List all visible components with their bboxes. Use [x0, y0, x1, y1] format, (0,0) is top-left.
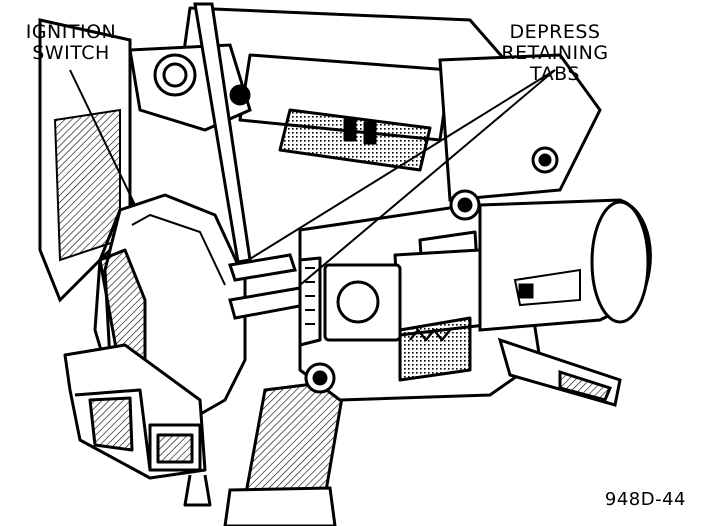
mounting-bolts [304, 189, 481, 394]
lock-cylinder [478, 198, 652, 332]
depress-tabs-line3: TABS [530, 63, 580, 85]
ignition-switch-line1: IGNITION [25, 21, 117, 43]
leader-ignition-switch [69, 69, 137, 206]
figure-id-label: 948D-44 [604, 489, 686, 510]
depress-tabs-line1: DEPRESS [509, 21, 601, 43]
dash-panel-right [438, 53, 602, 202]
ignition-switch-callout: IGNITION SWITCH [12, 22, 130, 64]
lock-lever [497, 337, 622, 407]
depress-tabs-line2: RETAINING [501, 42, 609, 64]
switch-connector [63, 343, 212, 507]
left-mount-bracket [128, 43, 252, 132]
ignition-switch-line2: SWITCH [32, 42, 110, 64]
lower-floor-plate [223, 486, 337, 526]
depress-retaining-tabs-callout: DEPRESS RETAINING TABS [490, 22, 620, 85]
leader-depress-tabs [244, 69, 556, 286]
column-shroud-left [38, 18, 132, 303]
